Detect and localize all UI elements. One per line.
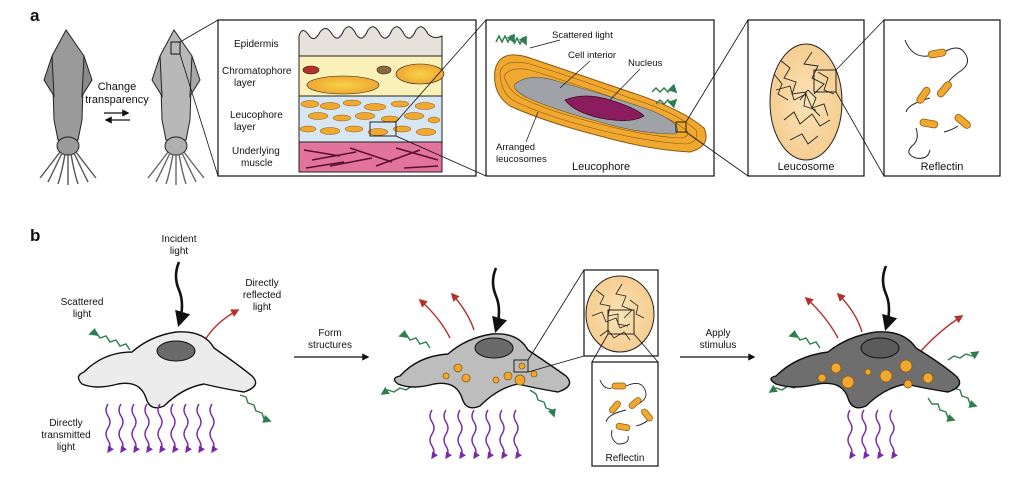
svg-text:layer: layer	[234, 78, 256, 89]
label-apply-stimulus: Apply stimulus	[700, 328, 737, 351]
svg-text:Apply: Apply	[705, 328, 730, 339]
cell-interior-label: Cell interior	[568, 50, 616, 61]
reflectin-zoom-box	[591, 361, 659, 467]
leucosomes-large	[817, 359, 934, 389]
reflected-arrows	[804, 292, 964, 353]
scattered-light-label: Scattered light	[552, 30, 613, 41]
reflectin-label-b: Reflectin	[606, 453, 645, 464]
layer-labels: Epidermis Chromatophore layer Leucophore…	[222, 39, 292, 169]
reflectin-title: Reflectin	[921, 161, 964, 173]
leucophore-cell	[494, 54, 707, 153]
svg-text:light: light	[73, 309, 92, 320]
cell-forming	[393, 333, 571, 409]
leucophore-labels: Scattered light Cell interior Nucleus Ar…	[496, 30, 663, 173]
incident-light-arrow	[491, 267, 508, 333]
zoom-line	[179, 53, 219, 177]
leucosome-title: Leucosome	[778, 161, 835, 173]
reflected-light-arrow	[204, 309, 240, 341]
svg-text:Directly: Directly	[49, 418, 82, 429]
scattered-arrow	[239, 394, 272, 423]
nucleus-label: Nucleus	[628, 58, 663, 69]
epidermis-layer	[298, 26, 443, 57]
squid-transparent	[147, 29, 205, 185]
transmitted-light-arrows	[847, 409, 899, 460]
svg-text:layer: layer	[234, 122, 256, 133]
reflectin-chain-small	[599, 379, 653, 445]
scattered-arrows	[380, 329, 556, 418]
reflectin-box	[883, 19, 1001, 177]
leucophore-title: Leucophore	[572, 161, 630, 173]
label-form-structures: Form structures	[308, 328, 352, 351]
transmitted-light-arrows	[429, 409, 523, 460]
incident-light-arrow	[174, 261, 191, 327]
svg-text:transmitted: transmitted	[41, 430, 90, 441]
svg-text:Scattered: Scattered	[61, 297, 104, 308]
svg-text:Directly: Directly	[245, 278, 278, 289]
svg-text:stimulus: stimulus	[700, 340, 737, 351]
scattered-arrow	[88, 327, 131, 351]
svg-text:transparency: transparency	[85, 94, 149, 106]
panel-a-letter: a	[30, 6, 40, 25]
label-scattered-light: Scattered light	[61, 297, 104, 320]
label-transmitted-light: Directly transmitted light	[41, 418, 90, 453]
cell-opaque	[770, 331, 961, 409]
arranged-leucosomes-label: Arranged	[496, 142, 535, 153]
svg-text:reflected: reflected	[243, 290, 281, 301]
cell-nucleus	[156, 340, 196, 362]
svg-text:light: light	[253, 302, 272, 313]
svg-text:Form: Form	[318, 328, 341, 339]
leucophore-zoom-box	[369, 121, 397, 137]
reflected-arrows	[418, 292, 475, 339]
zoom-line	[179, 19, 219, 43]
reflectin-chain	[904, 39, 971, 159]
squid-opaque	[39, 29, 97, 185]
leucophore-layer-label: Leucophore	[230, 110, 283, 121]
label-reflected-light: Directly reflected light	[243, 278, 281, 313]
svg-text:light: light	[57, 442, 76, 453]
svg-text:muscle: muscle	[241, 158, 273, 169]
svg-text:structures: structures	[308, 340, 352, 351]
svg-text:Change: Change	[98, 81, 137, 93]
chromatophore-label: Chromatophore	[222, 66, 292, 77]
cell-transparent	[77, 331, 257, 409]
svg-text:light: light	[170, 246, 189, 257]
svg-text:Incident: Incident	[161, 234, 196, 245]
transmitted-light-arrows	[105, 403, 219, 454]
leucosomes-small	[442, 362, 538, 386]
muscle-label: Underlying	[232, 146, 280, 157]
change-transparency-label: Change transparency	[85, 81, 149, 106]
panel-b-letter: b	[30, 226, 40, 245]
incident-light-arrow	[881, 265, 898, 331]
scattered-light-icon	[495, 33, 678, 109]
svg-text:leucosomes: leucosomes	[496, 154, 547, 165]
epidermis-label: Epidermis	[234, 39, 278, 50]
label-incident-light: Incident light	[161, 234, 196, 257]
